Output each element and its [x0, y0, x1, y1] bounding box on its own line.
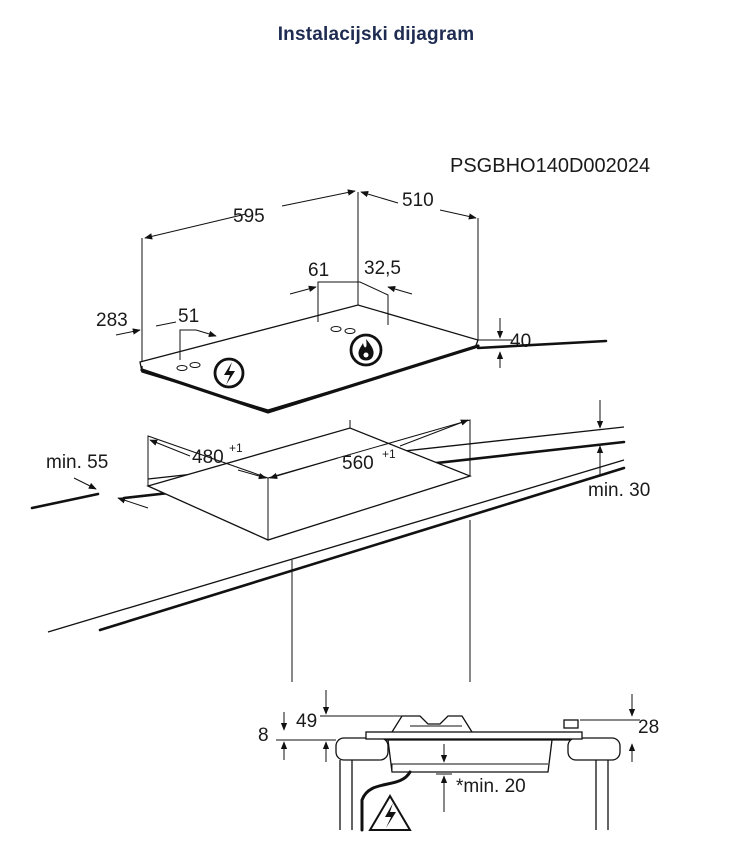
dim-min-55: min. 55 — [46, 452, 108, 473]
dim-side-8: 8 — [258, 725, 269, 746]
dim-width-595: 595 — [233, 206, 265, 227]
dim-elec-283: 283 — [96, 310, 128, 331]
gas-connection-icon — [349, 333, 383, 367]
dim-cutout-560-tol: +1 — [382, 447, 396, 461]
electric-warning-icon — [368, 794, 412, 831]
page-title: Instalacijski dijagram — [277, 24, 475, 45]
hob-body — [139, 192, 480, 414]
dim-side-49: 49 — [296, 711, 317, 732]
dim-height-40: 40 — [510, 331, 531, 352]
dim-gas-61: 61 — [308, 260, 329, 281]
dim-depth-510: 510 — [402, 190, 434, 211]
dim-cutout-480-tol: +1 — [229, 441, 243, 455]
dim-elec-51: 51 — [178, 306, 199, 327]
electric-connection-icon — [213, 357, 245, 389]
side-section — [335, 715, 621, 832]
dim-side-28: 28 — [638, 717, 659, 738]
dim-gas-32-5: 32,5 — [364, 258, 401, 279]
model-code: PSGBHO140D002024 — [450, 155, 650, 177]
dim-min-30: min. 30 — [588, 480, 650, 501]
dim-min-20: *min. 20 — [456, 776, 526, 797]
worktop — [30, 419, 626, 633]
dim-cutout-480: 480 — [192, 447, 224, 468]
dim-cutout-560: 560 — [342, 453, 374, 474]
